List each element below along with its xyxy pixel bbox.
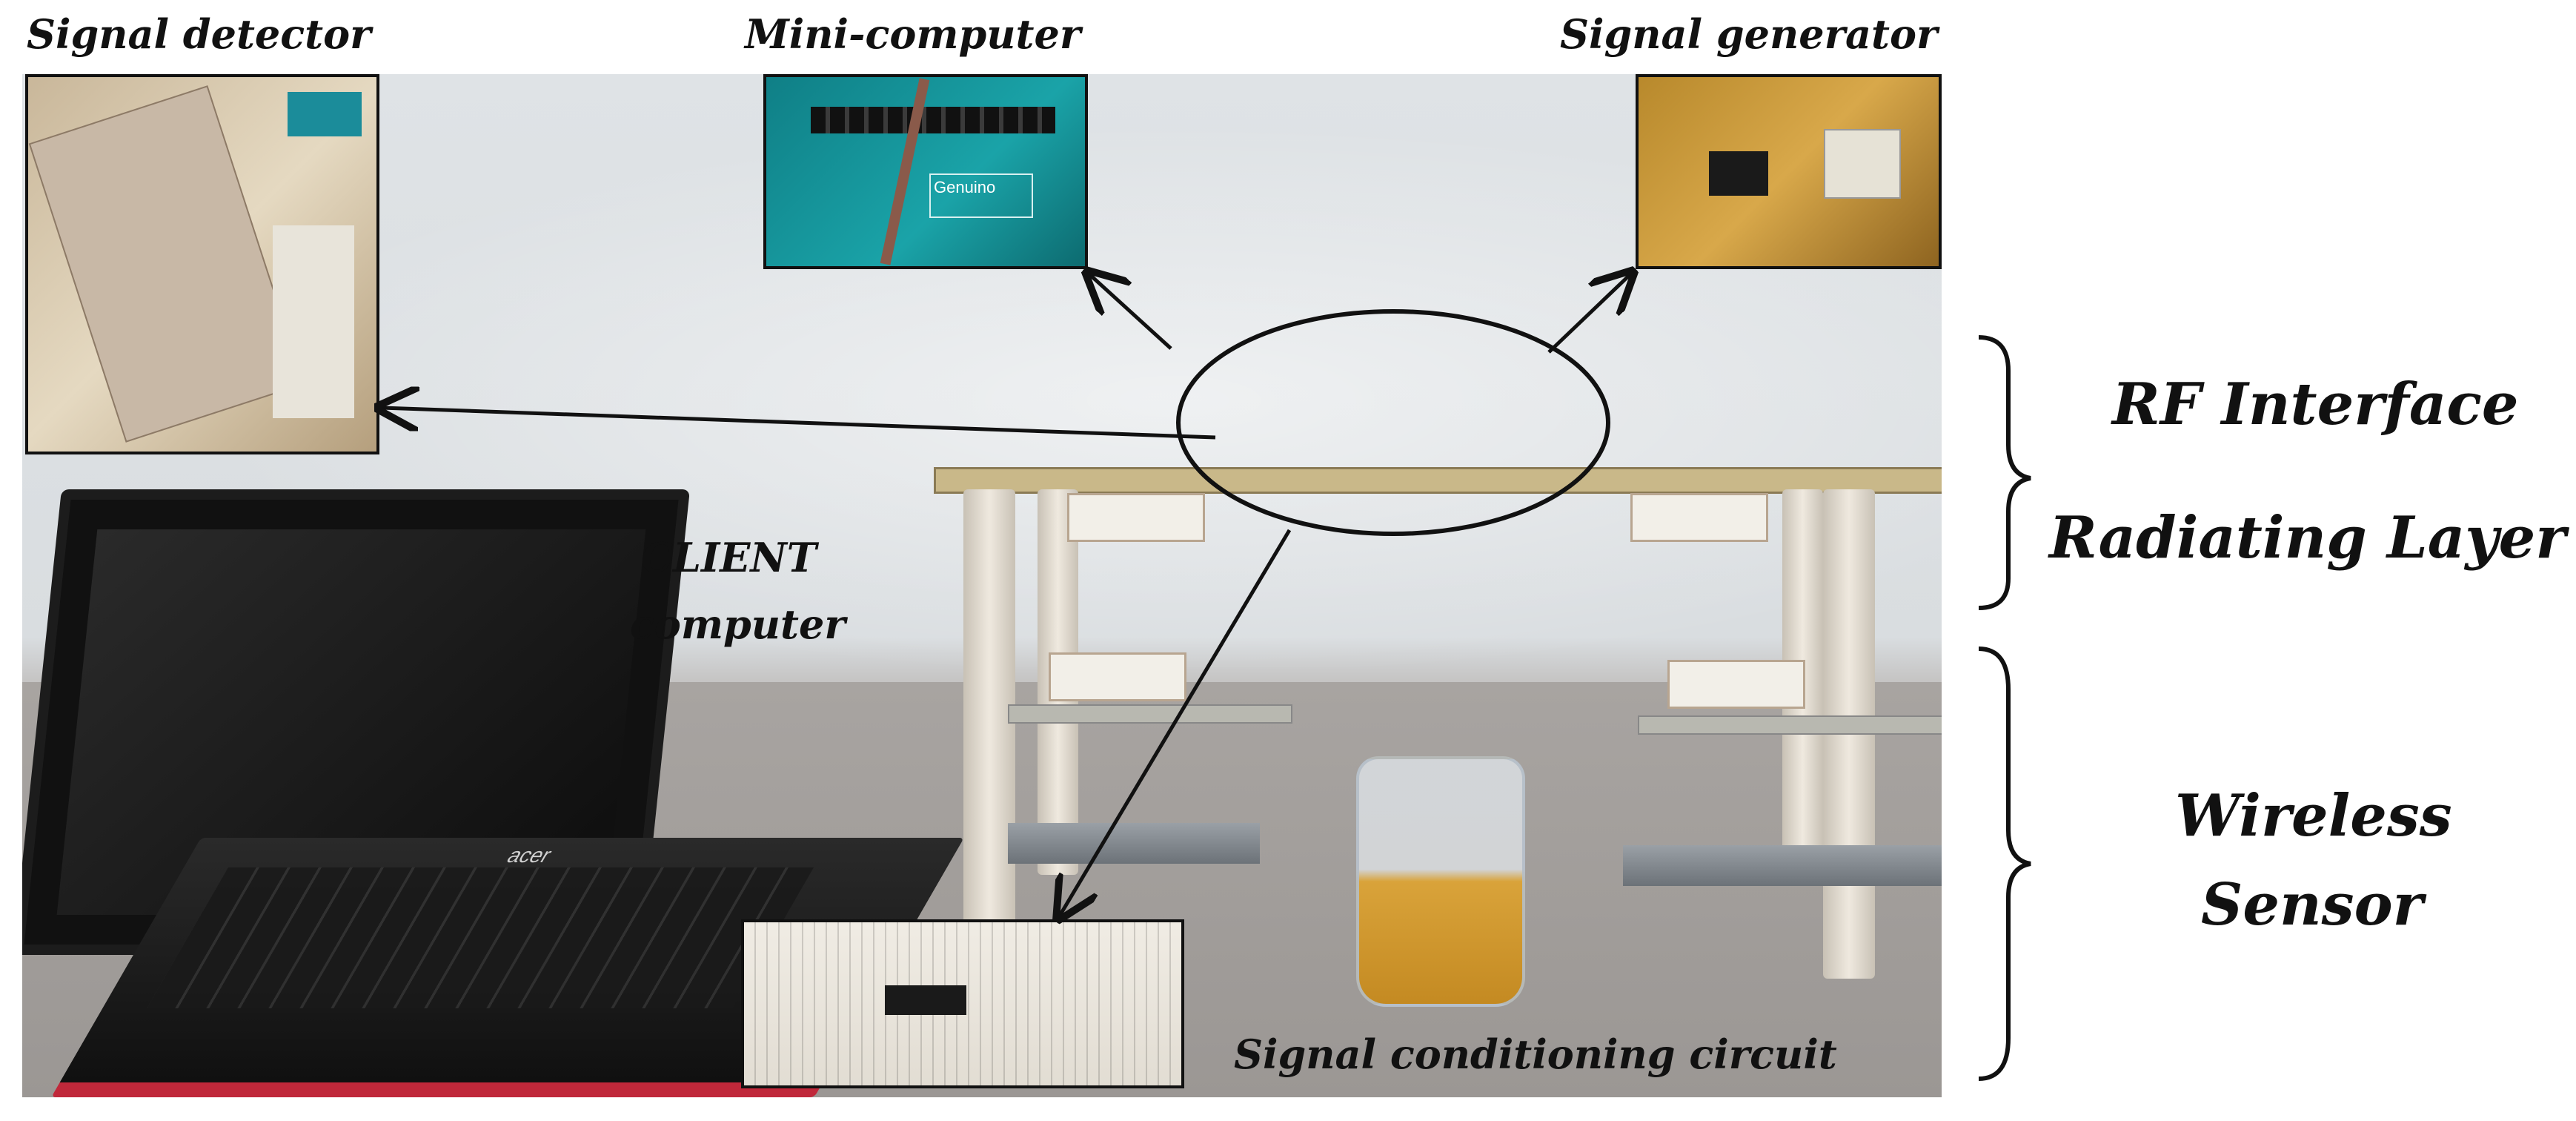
signal-generator-inset <box>1636 74 1942 269</box>
client-computer-label-line1: CLIENT <box>641 534 817 581</box>
signal-generator-label: Signal generator <box>1560 10 1938 58</box>
stand-base-left <box>1008 823 1260 864</box>
brace-rf-radiating <box>1978 335 2031 610</box>
gpio-header <box>811 107 1055 133</box>
generator-ic <box>1709 151 1768 196</box>
rf-interface-label: RF Interface <box>2112 371 2519 438</box>
arrow-to-signal-generator <box>1547 274 1630 354</box>
brace-wireless-sensor <box>1978 647 2031 1081</box>
highlight-ellipse <box>1176 309 1610 536</box>
oscillator-module <box>1824 129 1901 199</box>
signal-conditioning-inset <box>741 919 1184 1088</box>
sensor-antenna-left <box>1049 652 1186 701</box>
radiating-layer-label: Radiating Layer <box>2049 504 2566 572</box>
signal-detector-label: Signal detector <box>27 10 371 58</box>
stand-base-right <box>1623 845 1942 886</box>
arrow-to-signal-detector <box>382 408 1216 440</box>
connector-header <box>288 92 362 136</box>
radiating-antenna-left <box>1067 493 1205 542</box>
table-leg-left-front <box>963 489 1015 949</box>
arrow-to-signal-conditioning <box>1060 529 1292 916</box>
breadboard-strip <box>273 225 354 418</box>
mini-computer-inset: Genuino <box>763 74 1088 269</box>
arrow-to-mini-computer <box>1089 274 1172 350</box>
sensor-shelf-left <box>1008 704 1292 724</box>
sensor-jar <box>1356 756 1525 1007</box>
signal-detector-inset <box>25 74 379 454</box>
wireless-sensor-label-line1: Wireless <box>2175 782 2452 850</box>
radiating-antenna-right <box>1630 493 1768 542</box>
wireless-sensor-label-line2: Sensor <box>2201 871 2423 939</box>
conditioning-ic <box>885 985 966 1015</box>
sensor-antenna-right <box>1667 660 1805 709</box>
rf-interface-board <box>934 467 1942 494</box>
client-computer-label-line2: computer <box>630 601 846 648</box>
mini-computer-label: Mini-computer <box>745 10 1081 58</box>
sensor-shelf-right <box>1638 715 1942 735</box>
signal-conditioning-label: Signal conditioning circuit <box>1234 1031 1837 1078</box>
board-logo: Genuino <box>929 173 1033 218</box>
